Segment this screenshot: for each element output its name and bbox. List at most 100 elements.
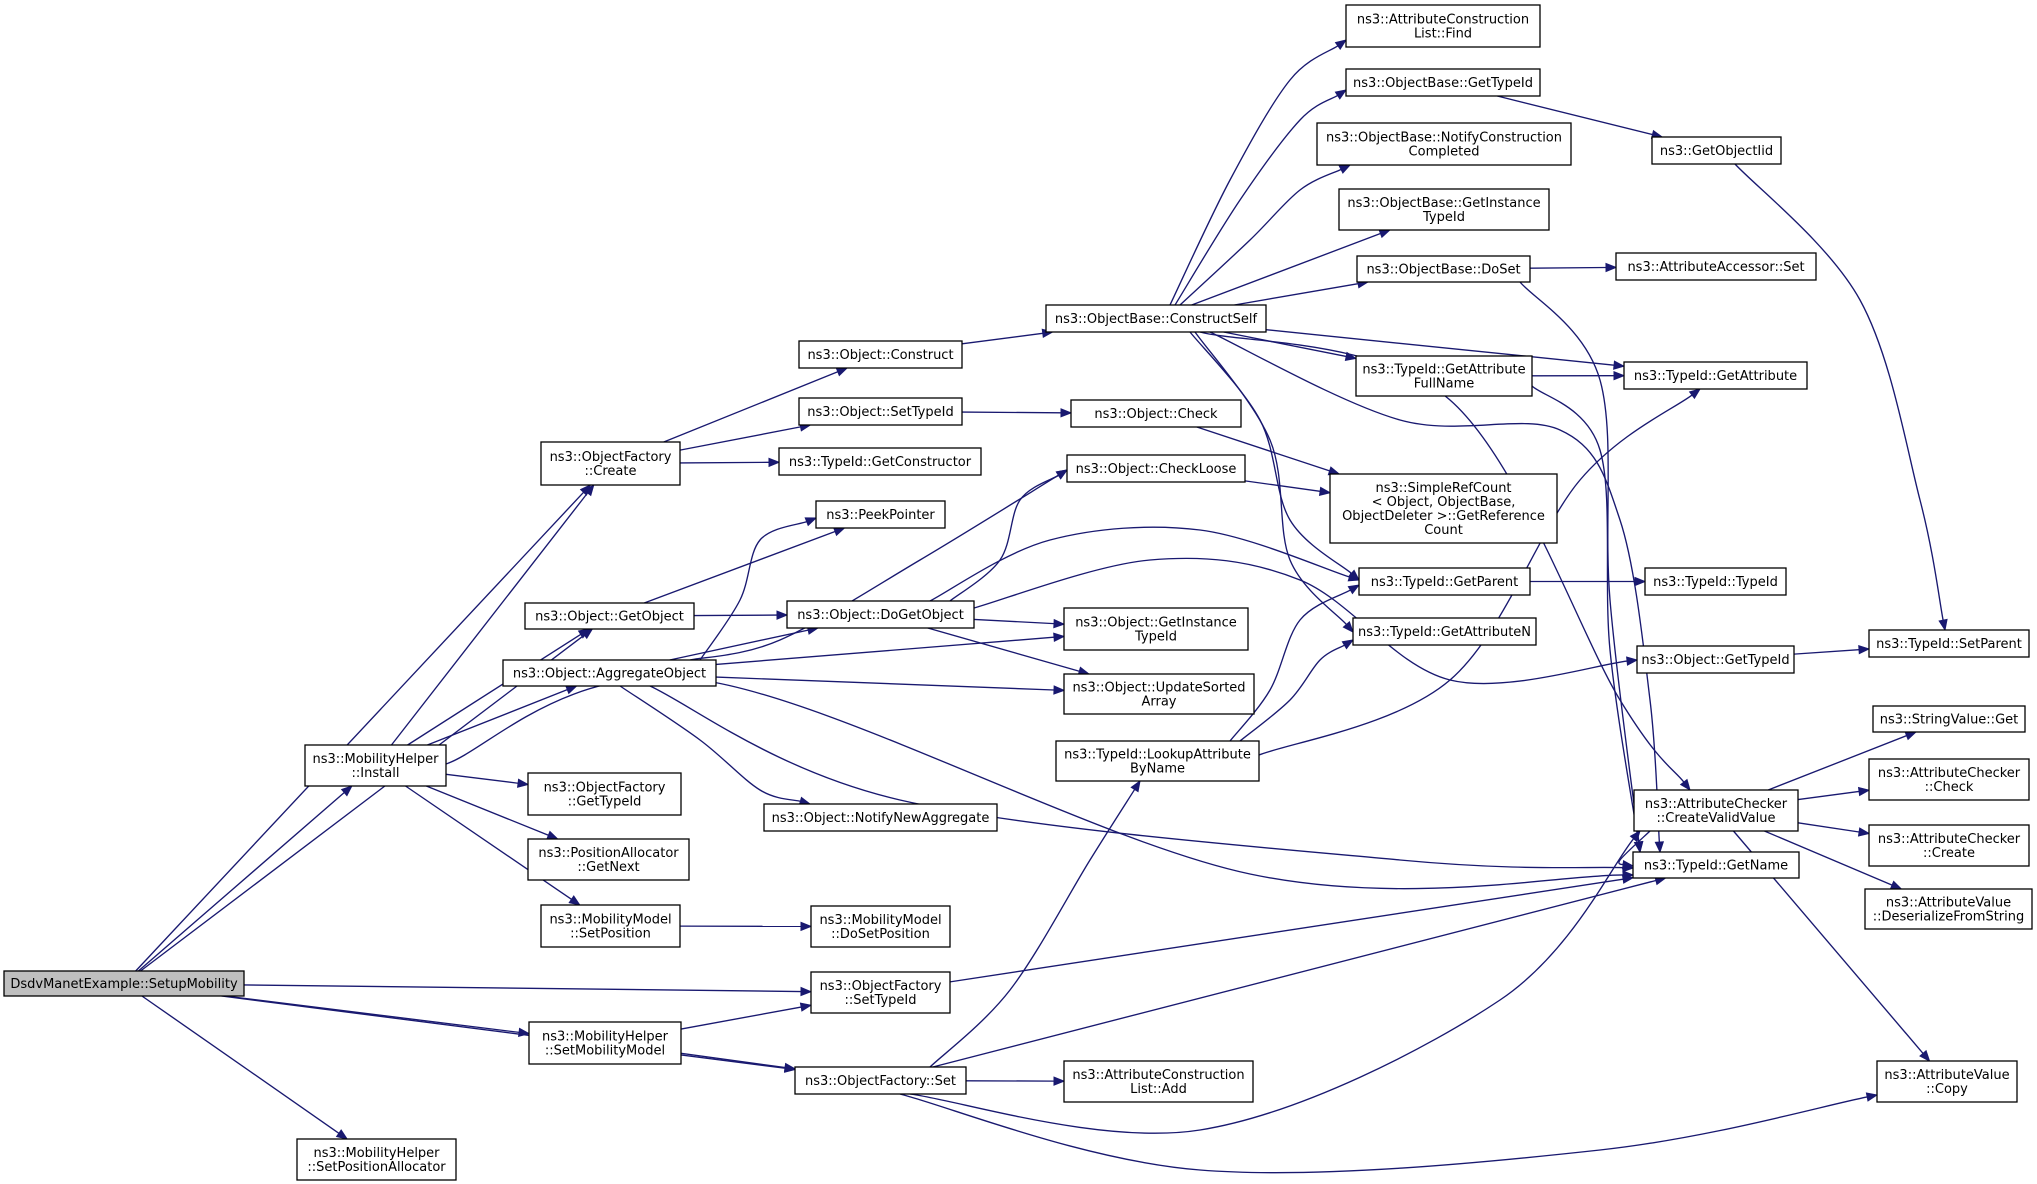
function-node-label: ns3::AttributeValue <box>1884 1068 2009 1083</box>
function-node-of-settypeid[interactable]: ns3::ObjectFactory::SetTypeId <box>810 971 951 1014</box>
function-node-mh-install[interactable]: ns3::MobilityHelper::Install <box>304 744 447 787</box>
function-node-label: ns3::ObjectBase::DoSet <box>1366 263 1520 278</box>
call-edge-line <box>1174 94 1338 306</box>
function-node-of-create[interactable]: ns3::ObjectFactory::Create <box>540 441 681 486</box>
function-node-aa-set[interactable]: ns3::AttributeAccessor::Set <box>1615 252 1817 281</box>
function-node-ob-notifyconstruction[interactable]: ns3::ObjectBase::NotifyConstructionCompl… <box>1316 122 1572 166</box>
function-node-box <box>1338 188 1550 231</box>
arrowhead-icon <box>568 895 581 906</box>
function-node-sv-get[interactable]: ns3::StringValue::Get <box>1872 705 2026 733</box>
call-edge-tid_getattrfullname-to-tid_getname <box>1531 385 1644 854</box>
function-node-label: List::Add <box>1130 1082 1187 1097</box>
function-node-ac-check[interactable]: ns3::AttributeChecker::Check <box>1868 758 2030 801</box>
function-node-ac-createvalidvalue[interactable]: ns3::AttributeChecker::CreateValidValue <box>1633 789 1799 832</box>
function-node-srefcount[interactable]: ns3::SimpleRefCount< Object, ObjectBase,… <box>1329 473 1558 544</box>
function-node-of-set[interactable]: ns3::ObjectFactory::Set <box>794 1066 967 1095</box>
arrowhead-icon <box>583 483 595 497</box>
function-node-obj-notifynewagg[interactable]: ns3::Object::NotifyNewAggregate <box>763 803 998 832</box>
arrowhead-icon <box>1857 827 1871 837</box>
function-node-box <box>1868 629 2030 658</box>
arrowhead-icon <box>1053 1076 1066 1086</box>
arrowhead-icon <box>1053 685 1066 695</box>
call-edge-line <box>137 792 345 972</box>
call-edge-ob_constructself-to-tid_getname <box>1209 331 1665 854</box>
function-node-label: ns3::AttributeChecker <box>1878 766 2021 781</box>
function-node-tid-typeid[interactable]: ns3::TypeId::TypeId <box>1644 567 1787 596</box>
function-node-tid-getconstructor[interactable]: ns3::TypeId::GetConstructor <box>778 447 982 476</box>
call-edge-line <box>1258 394 1693 756</box>
call-edge-line <box>1179 168 1342 306</box>
function-node-ob-gettypeid[interactable]: ns3::ObjectBase::GetTypeId <box>1345 68 1541 97</box>
call-edge-line <box>961 411 1062 414</box>
function-node-label: ::GetNext <box>577 860 639 875</box>
function-node-tid-getattributen[interactable]: ns3::TypeId::GetAttributeN <box>1352 617 1537 646</box>
function-node-box <box>1063 607 1249 651</box>
function-node-tid-getattribute[interactable]: ns3::TypeId::GetAttribute <box>1623 361 1808 390</box>
function-node-label: ns3::ObjectFactory::Set <box>805 1074 956 1089</box>
function-node-av-copy[interactable]: ns3::AttributeValue::Copy <box>1876 1060 2018 1103</box>
function-node-box <box>1868 824 2030 867</box>
function-node-obj-dogetobject[interactable]: ns3::Object::DoGetObject <box>786 600 975 629</box>
arrowhead-icon <box>1060 408 1073 418</box>
call-edge-line <box>1234 283 1359 306</box>
call-edge-line <box>141 995 340 1134</box>
function-node-box <box>1651 136 1782 165</box>
function-node-of-gettypeid[interactable]: ns3::ObjectFactory::GetTypeId <box>527 772 682 816</box>
function-node-av-deserialize[interactable]: ns3::AttributeValue::DeserializeFromStri… <box>1864 888 2033 930</box>
function-node-label: ns3::AttributeConstruction <box>1357 13 1529 28</box>
function-node-label: ns3::Object::AggregateObject <box>513 667 706 682</box>
call-edge-ob_doset-to-aa_set <box>1529 262 1618 273</box>
arrowhead-icon <box>335 1129 349 1140</box>
function-node-label: ns3::ObjectBase::NotifyConstruction <box>1326 131 1562 146</box>
function-node-box <box>527 838 690 881</box>
function-node-box <box>1316 122 1572 166</box>
function-node-pa-getnext[interactable]: ns3::PositionAllocator::GetNext <box>527 838 690 881</box>
arrowhead-icon <box>1338 164 1352 174</box>
function-node-obj-check[interactable]: ns3::Object::Check <box>1070 399 1242 428</box>
call-edge-mh_install-to-obj_getobject <box>407 628 591 746</box>
arrowhead-icon <box>776 610 789 620</box>
function-node-label: ns3::ObjectBase::GetInstance <box>1347 196 1540 211</box>
function-node-peekpointer[interactable]: ns3::PeekPointer <box>815 500 946 529</box>
call-edge-obj_getobject-to-peekpointer <box>643 527 846 604</box>
function-node-obj-aggregate[interactable]: ns3::Object::AggregateObject <box>502 659 717 687</box>
call-edge-line <box>649 685 1624 869</box>
function-node-getobjectiid[interactable]: ns3::GetObjectIid <box>1651 136 1782 165</box>
call-edge-line <box>927 627 1080 672</box>
function-node-tid-setparent[interactable]: ns3::TypeId::SetParent <box>1868 629 2030 658</box>
function-node-label: ::Create <box>585 464 637 479</box>
call-edge-obj_construct-to-ob_constructself <box>961 328 1055 345</box>
function-node-ac-create[interactable]: ns3::AttributeChecker::Create <box>1868 824 2030 867</box>
function-node-obj-construct[interactable]: ns3::Object::Construct <box>798 340 963 369</box>
function-node-mm-dosetposition[interactable]: ns3::MobilityModel::DoSetPosition <box>810 905 951 948</box>
function-node-box <box>1352 617 1537 646</box>
arrowhead-icon <box>1130 779 1141 793</box>
function-node-ob-constructself[interactable]: ns3::ObjectBase::ConstructSelf <box>1045 304 1267 333</box>
function-node-setup-mobility[interactable]: DsdvManetExample::SetupMobility <box>3 970 245 997</box>
function-node-label: ns3::Object::SetTypeId <box>807 405 953 420</box>
function-node-mm-setposition[interactable]: ns3::MobilityModel::SetPosition <box>540 904 681 948</box>
call-edge-mh_setmobilitymodel-to-of_set <box>680 1052 797 1073</box>
function-node-tid-getparent[interactable]: ns3::TypeId::GetParent <box>1358 567 1531 596</box>
call-edge-of_settypeid-to-tid_getname <box>949 874 1635 983</box>
function-node-obj-settypeid[interactable]: ns3::Object::SetTypeId <box>798 397 963 426</box>
function-node-mh-setposalloc[interactable]: ns3::MobilityHelper::SetPositionAllocato… <box>296 1138 457 1181</box>
function-node-obj-getobject[interactable]: ns3::Object::GetObject <box>524 602 695 630</box>
function-node-obj-gettypeid[interactable]: ns3::Object::GetTypeId <box>1636 645 1795 674</box>
function-node-ob-doset[interactable]: ns3::ObjectBase::DoSet <box>1356 255 1531 283</box>
function-node-label: ns3::TypeId::TypeId <box>1653 575 1778 590</box>
call-edge-line <box>221 995 786 1069</box>
function-node-obj-checkloose[interactable]: ns3::Object::CheckLoose <box>1066 454 1246 483</box>
function-node-box <box>810 971 951 1014</box>
function-node-mh-setmobilitymodel[interactable]: ns3::MobilityHelper::SetMobilityModel <box>528 1021 682 1065</box>
call-edge-ob_constructself-to-tid_getparent <box>1189 331 1361 581</box>
function-node-tid-getname[interactable]: ns3::TypeId::GetName <box>1632 851 1800 879</box>
function-node-label: Array <box>1141 695 1176 710</box>
